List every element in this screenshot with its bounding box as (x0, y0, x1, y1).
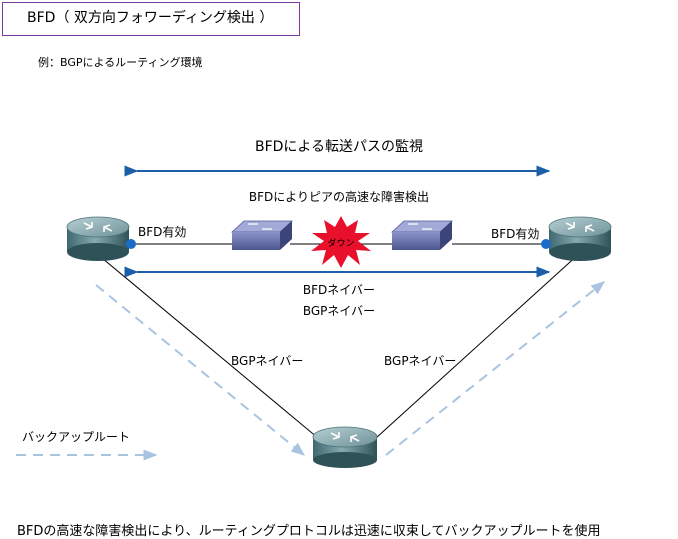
fast-detection-label: BFDによりピアの高速な障害検出 (248, 190, 430, 204)
backup-path-down (95, 284, 306, 456)
backup-route-label: バックアップルート (22, 430, 131, 444)
router-bottom-icon (312, 426, 378, 468)
footer-caption: BFDの高速な障害検出により、ルーティングプロトコルは迅速に収束してバックアップ… (17, 524, 601, 539)
bfd-dot-right (541, 239, 551, 249)
link-bottom-right (375, 252, 581, 439)
down-label: ダウン (327, 237, 354, 249)
diagram-heading: BFDによる転送パスの監視 (254, 139, 424, 155)
bgp-neighbor-left-label: BGPネイバー (231, 354, 304, 368)
router-left-icon (66, 216, 130, 261)
title-box: BFD（ 双方向フォワーディング検出 ） (2, 2, 300, 36)
link-down-burst-icon: ダウン (311, 216, 371, 268)
example-label: 例：BGPによるルーティング環境 (38, 56, 203, 69)
bfd-neighbor-label: BFDネイバー (302, 283, 376, 297)
page-title: BFD（ 双方向フォワーディング検出 ） (27, 10, 274, 26)
switch-left-icon (230, 220, 294, 250)
link-bottom-left (95, 252, 319, 439)
router-right-icon (548, 216, 612, 261)
bfd-dot-left (126, 239, 136, 249)
bgp-neighbor-top-label: BGPネイバー (302, 304, 376, 318)
switch-right-icon (390, 220, 454, 250)
backup-path-up (385, 281, 606, 456)
bfd-enabled-left-label: BFD有効 (138, 225, 187, 239)
bfd-enabled-right-label: BFD有効 (491, 227, 540, 241)
bgp-neighbor-right-label: BGPネイバー (384, 354, 457, 368)
